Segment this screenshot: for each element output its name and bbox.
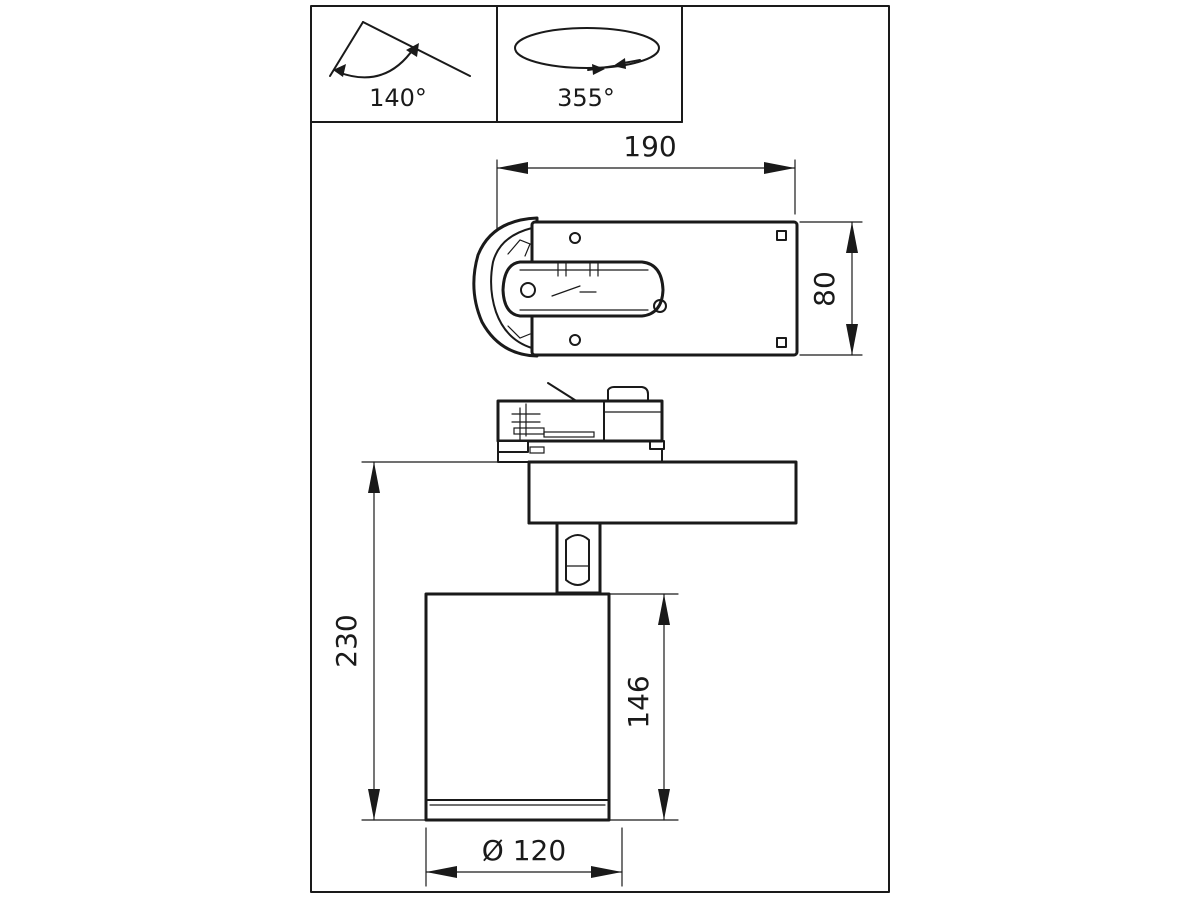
- icon-panel: 140° 355°: [310, 5, 683, 123]
- length-label: 190: [623, 130, 676, 163]
- head-diameter-label: Ø 120: [482, 834, 566, 867]
- tilt-angle-label: 140°: [369, 84, 427, 112]
- total-height-label: 230: [330, 614, 363, 667]
- driver-housing: [527, 460, 798, 525]
- stem: [555, 521, 602, 595]
- rotation-angle-icon: 355°: [514, 27, 660, 112]
- head-height-label: 146: [622, 675, 655, 728]
- tilt-angle-icon: 140°: [329, 21, 471, 112]
- drawing-frame: [310, 5, 890, 893]
- rotation-angle-label: 355°: [557, 84, 615, 112]
- spot-head: [424, 592, 611, 822]
- width-label: 80: [808, 271, 841, 307]
- top-view: 190 80: [472, 130, 863, 358]
- track-adapter: [496, 399, 664, 443]
- side-view: 230 146 Ø 120: [330, 382, 798, 887]
